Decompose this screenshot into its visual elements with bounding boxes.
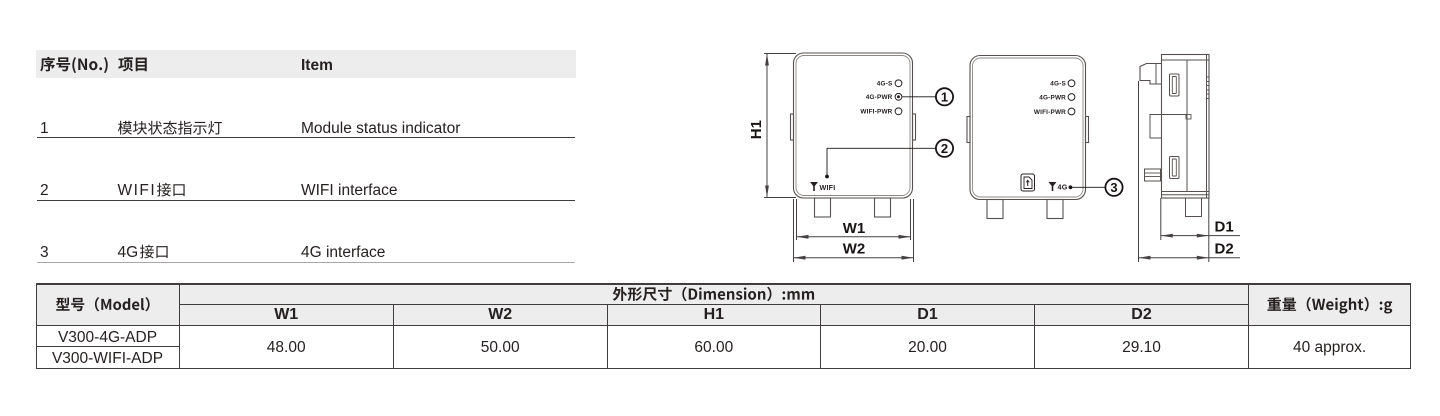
svg-text:2: 2: [941, 141, 948, 156]
svg-text:WIFI-PWR: WIFI-PWR: [1034, 109, 1066, 116]
svg-text:4G-S: 4G-S: [877, 81, 893, 88]
svg-text:4G-S: 4G-S: [1050, 81, 1066, 88]
svg-text:W1: W1: [843, 220, 866, 237]
svg-text:H1: H1: [748, 120, 765, 139]
svg-text:WIFI: WIFI: [820, 183, 836, 192]
svg-text:4G: 4G: [1058, 183, 1068, 192]
svg-text:3: 3: [1110, 180, 1117, 195]
svg-text:D1: D1: [1215, 218, 1234, 235]
svg-text:W2: W2: [843, 240, 866, 257]
svg-text:D2: D2: [1215, 241, 1234, 258]
svg-text:4G-PWR: 4G-PWR: [866, 94, 893, 101]
svg-text:WIFI-PWR: WIFI-PWR: [860, 109, 892, 116]
svg-text:4G-PWR: 4G-PWR: [1039, 94, 1066, 101]
svg-text:1: 1: [941, 89, 948, 104]
